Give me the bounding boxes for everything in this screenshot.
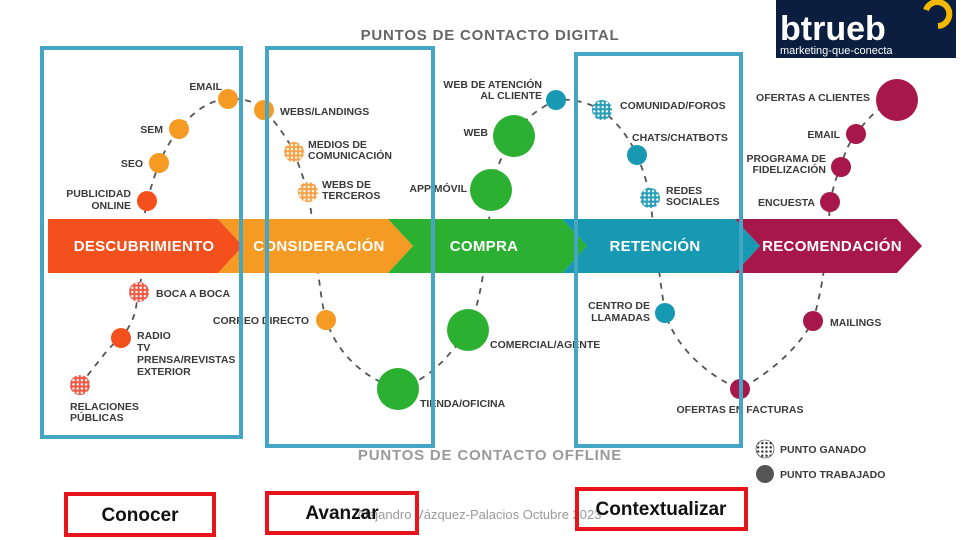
label-correo: CORREO DIRECTO — [213, 315, 309, 327]
touchpoint-web-atencion — [546, 90, 566, 110]
stage-arrows: DESCUBRIMIENTO CONSIDERACIÓN COMPRA RETE… — [48, 219, 922, 273]
stage-compra — [388, 219, 587, 273]
label-email-rec: EMAIL — [807, 129, 840, 141]
label-publicidad-2: ONLINE — [91, 200, 131, 212]
touchpoint-webs-terceros — [298, 182, 318, 202]
label-chats: CHATS/CHATBOTS — [632, 132, 728, 144]
stage-descubrimiento — [48, 219, 243, 273]
touchpoint-email-rec — [846, 124, 866, 144]
touchpoint-encuesta — [820, 192, 840, 212]
touchpoint-email — [218, 89, 238, 109]
touchpoint-ofertas-clientes — [876, 79, 918, 121]
logo-name: btrueb — [780, 10, 886, 48]
legend: PUNTO GANADO PUNTO TRABAJADO — [755, 439, 885, 483]
label-mailings: MAILINGS — [830, 317, 881, 329]
stage-label-descubrimiento: DESCUBRIMIENTO — [74, 238, 215, 255]
box-avanzar — [265, 491, 419, 535]
label-sem: SEM — [140, 124, 163, 136]
touchpoint-tienda — [377, 368, 419, 410]
touchpoint-programa — [831, 157, 851, 177]
box-contextualizar-label: Contextualizar — [596, 499, 728, 520]
label-ofertas-clientes: OFERTAS A CLIENTES — [756, 92, 870, 104]
touchpoint-publicidad-online — [137, 191, 157, 211]
touchpoint-redes — [640, 188, 660, 208]
label-app-movil: APP MÓVIL — [409, 182, 467, 195]
offline-header: PUNTOS DE CONTACTO OFFLINE — [358, 447, 622, 464]
box-conocer-label: Conocer — [101, 505, 179, 526]
highlight-frames — [40, 46, 743, 448]
touchpoint-webs-landings — [254, 100, 274, 120]
label-encuesta: ENCUESTA — [758, 197, 815, 209]
box-avanzar-label: Avanzar — [305, 503, 379, 524]
label-redes-2: SOCIALES — [666, 196, 720, 208]
touchpoint-mailings — [803, 311, 823, 331]
label-seo: SEO — [121, 158, 143, 170]
label-webs-landings: WEBS/LANDINGS — [280, 106, 369, 118]
stage-label-compra: COMPRA — [450, 238, 518, 255]
label-relaciones-1: RELACIONES — [70, 401, 139, 413]
touchpoint-radio — [111, 328, 131, 348]
label-medios-2: COMUNICACIÓN — [308, 149, 392, 162]
box-conocer — [64, 492, 216, 537]
label-exterior: EXTERIOR — [137, 366, 191, 378]
logo-tagline: marketing-que-conecta — [780, 45, 893, 57]
stage-callouts: Conocer Avanzar Contextualizar — [64, 487, 748, 537]
label-webs-terceros-1: WEBS DE — [322, 179, 371, 191]
label-webs-terceros-2: TERCEROS — [322, 190, 380, 202]
touchpoint-sem — [169, 119, 189, 139]
touchpoint-labels: EMAIL SEM SEO PUBLICIDAD ONLINE WEBS/LAN… — [66, 78, 881, 424]
touchpoint-relaciones — [70, 375, 90, 395]
touchpoint-web — [493, 115, 535, 157]
footer-credit: Alejandro Vázquez-Palacios Octubre 2023 — [357, 507, 602, 522]
legend-ganado-label: PUNTO GANADO — [780, 444, 866, 456]
digital-header: PUNTOS DE CONTACTO DIGITAL — [361, 27, 620, 44]
label-email: EMAIL — [189, 81, 222, 93]
touchpoint-app-movil — [470, 169, 512, 211]
digital-touchpoints — [137, 79, 918, 212]
stage-label-retencion: RETENCIÓN — [609, 237, 700, 255]
touchpoint-comunidad — [592, 100, 612, 120]
label-radio: RADIO — [137, 330, 171, 342]
label-programa-2: FIDELIZACIÓN — [753, 163, 827, 176]
touchpoint-correo — [316, 310, 336, 330]
label-web-atencion-1: WEB DE ATENCIÓN — [443, 78, 542, 91]
label-web-atencion-2: AL CLIENTE — [480, 90, 542, 102]
stage-label-recomendacion: RECOMENDACIÓN — [762, 237, 902, 255]
legend-trabajado-label: PUNTO TRABAJADO — [780, 469, 885, 481]
label-redes-1: REDES — [666, 185, 702, 197]
legend-ganado-icon — [755, 439, 775, 459]
stage-label-consideracion: CONSIDERACIÓN — [253, 237, 384, 255]
frame-avanzar — [265, 46, 435, 448]
label-centro-1: CENTRO DE — [588, 300, 650, 312]
brand-logo: btrueb marketing-que-conecta — [776, 0, 956, 58]
frame-conocer — [40, 46, 243, 439]
label-programa-1: PROGRAMA DE — [746, 153, 826, 165]
stage-retencion — [562, 219, 760, 273]
touchpoint-centro — [655, 303, 675, 323]
frame-contextualizar — [574, 52, 743, 448]
label-prensa: PRENSA/REVISTAS — [137, 354, 235, 366]
label-comercial: COMERCIAL/AGENTE — [490, 339, 600, 351]
stage-recomendacion — [735, 219, 922, 273]
label-boca: BOCA A BOCA — [156, 288, 230, 300]
label-medios-1: MEDIOS DE — [308, 139, 367, 151]
label-publicidad-1: PUBLICIDAD — [66, 188, 131, 200]
label-tv: TV — [137, 342, 150, 354]
touchpoint-medios — [284, 142, 304, 162]
label-relaciones-2: PÚBLICAS — [70, 411, 124, 424]
label-web: WEB — [464, 127, 489, 139]
touchpoint-seo — [149, 153, 169, 173]
label-comunidad: COMUNIDAD/FOROS — [620, 100, 726, 112]
label-centro-2: LLAMADAS — [591, 312, 650, 324]
touchpoint-chats — [627, 145, 647, 165]
label-tienda: TIENDA/OFICINA — [420, 398, 506, 410]
legend-trabajado-icon — [756, 465, 774, 483]
touchpoint-comercial — [447, 309, 489, 351]
offline-touchpoints — [70, 282, 823, 410]
touchpoint-boca — [129, 282, 149, 302]
box-contextualizar — [575, 487, 748, 531]
